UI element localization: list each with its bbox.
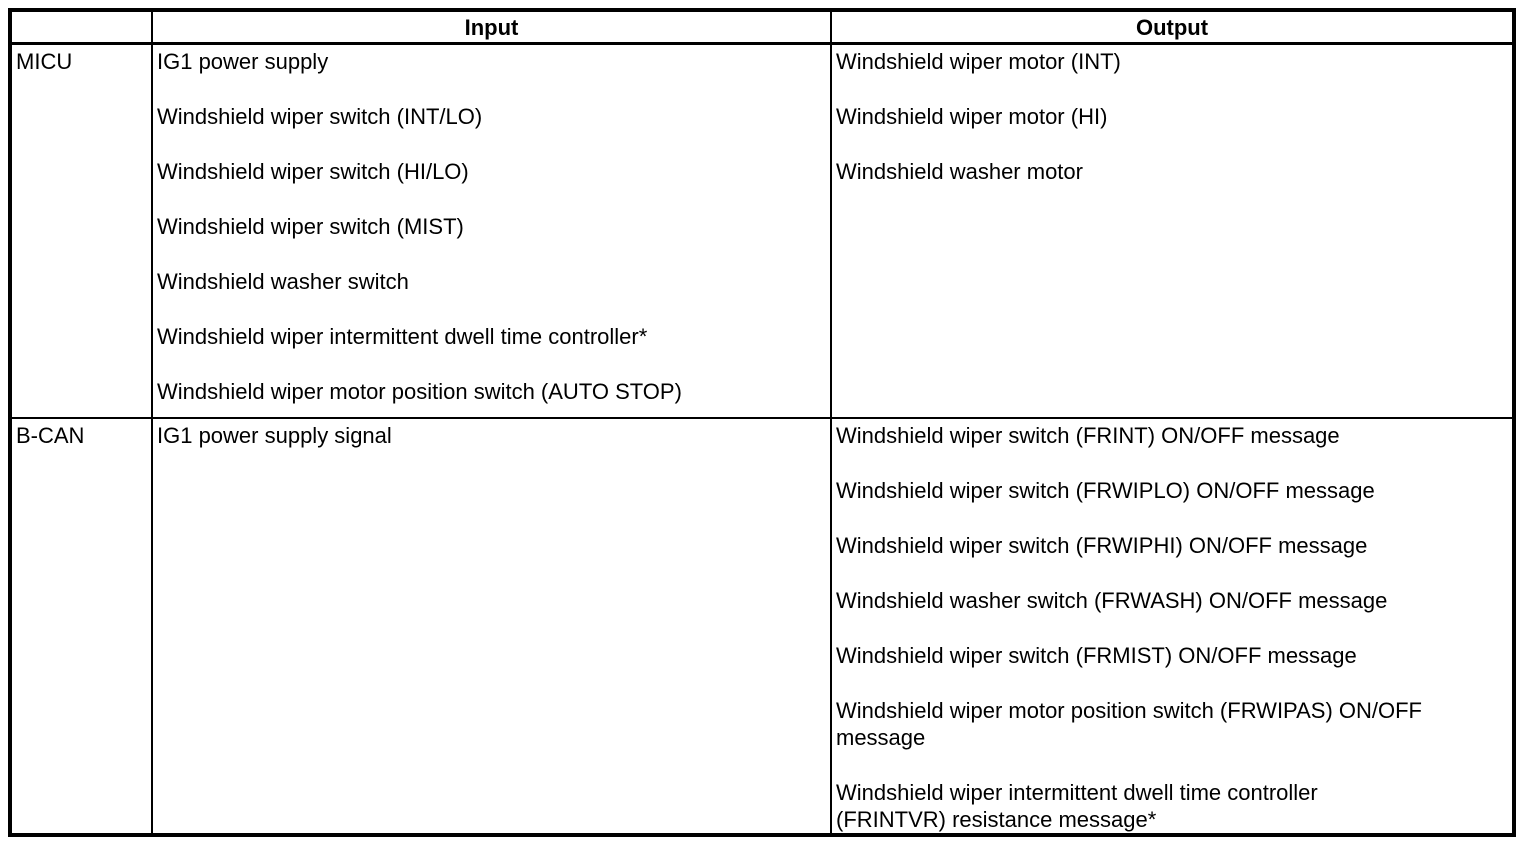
signal-item: Windshield washer motor — [836, 159, 1083, 184]
signal-item: Windshield wiper switch (INT/LO) — [157, 104, 483, 129]
signal-item: Windshield wiper motor position switch (… — [157, 379, 682, 404]
io-signal-table: Input Output MICU IG1 power supply Winds… — [8, 8, 1516, 837]
signal-item: Windshield wiper switch (FRWIPHI) ON/OFF… — [836, 532, 1368, 558]
signal-item: IG1 power supply — [157, 49, 329, 74]
row-label-bcan: B-CAN — [9, 416, 153, 836]
bcan-output-cell: Windshield wiper switch (FRINT) ON/OFF m… — [830, 416, 1515, 836]
table-header-row: Input Output — [9, 9, 1515, 45]
row-label-micu: MICU — [9, 42, 153, 419]
signal-item: Windshield wiper switch (FRWIPLO) ON/OFF… — [836, 477, 1375, 503]
corner-header-cell — [9, 9, 153, 45]
table-row-bcan: B-CAN IG1 power supply signal Windshield… — [9, 416, 1515, 836]
signal-item: Windshield washer switch (FRWASH) ON/OFF… — [836, 587, 1388, 613]
output-column-header: Output — [830, 9, 1515, 45]
signal-item: Windshield wiper intermittent dwell time… — [836, 779, 1318, 832]
signal-item: Windshield wiper intermittent dwell time… — [157, 324, 648, 349]
bcan-input-cell: IG1 power supply signal — [151, 416, 832, 836]
signal-item: Windshield wiper switch (HI/LO) — [157, 159, 469, 184]
input-column-header: Input — [151, 9, 832, 45]
signal-item: Windshield wiper switch (MIST) — [157, 214, 464, 239]
signal-item: Windshield wiper motor position switch (… — [836, 697, 1422, 750]
micu-input-cell: IG1 power supply Windshield wiper switch… — [151, 42, 832, 419]
table-row-micu: MICU IG1 power supply Windshield wiper s… — [9, 42, 1515, 419]
signal-item: Windshield wiper motor (INT) — [836, 49, 1121, 74]
signal-item: Windshield wiper switch (FRINT) ON/OFF m… — [836, 422, 1340, 448]
signal-item: IG1 power supply signal — [157, 422, 392, 448]
signal-item: Windshield wiper motor (HI) — [836, 104, 1108, 129]
micu-output-cell: Windshield wiper motor (INT) Windshield … — [830, 42, 1515, 419]
signal-item: Windshield wiper switch (FRMIST) ON/OFF … — [836, 642, 1357, 668]
signal-item: Windshield washer switch — [157, 269, 409, 294]
